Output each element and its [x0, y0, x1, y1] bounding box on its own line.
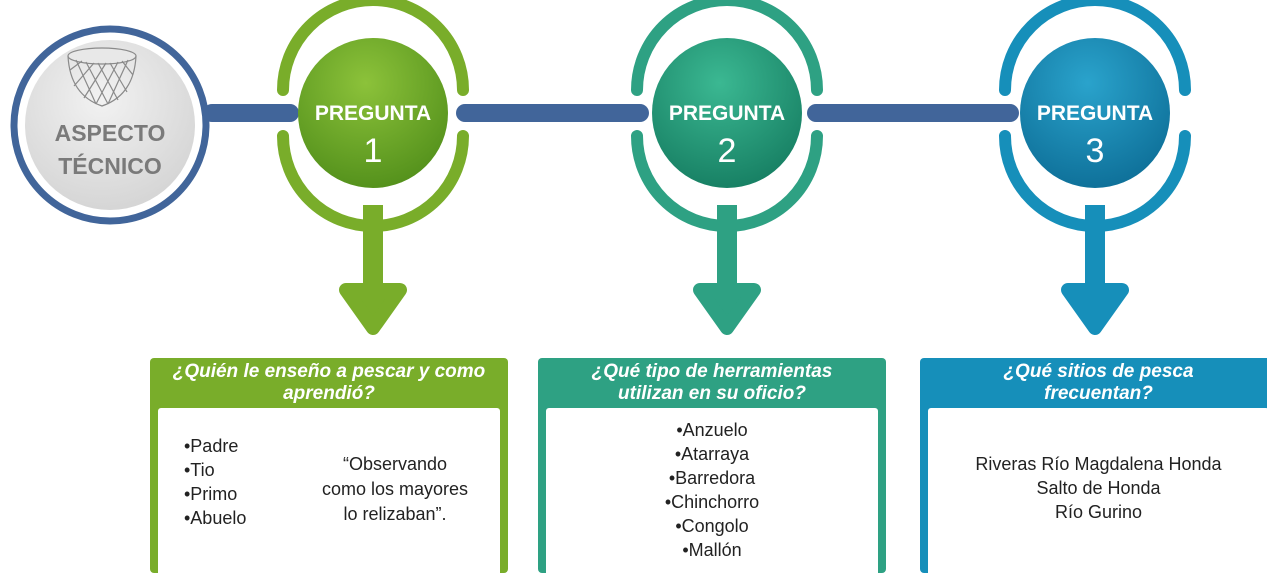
list-item: •Chinchorro [664, 492, 760, 512]
answer-1-list: •Padre •Tio •Primo •Abuelo [184, 434, 246, 530]
question-2-line2: utilizan en su oficio? [618, 383, 806, 404]
answer-1-quote: “Observando como los mayores lo relizaba… [298, 452, 492, 527]
list-item: •Barredora [668, 468, 756, 488]
step-1-ring-top [277, 0, 469, 96]
question-3-line1: ¿Qué sitios de pesca [1003, 361, 1194, 382]
step-2-number: 2 [718, 132, 737, 170]
question-3-line2: frecuentan? [1044, 383, 1153, 404]
step-3-number: 3 [1086, 132, 1105, 170]
list-item: Salto de Honda [1036, 478, 1161, 498]
step-2-label: PREGUNTA [669, 102, 785, 125]
question-panel-1: ¿Quién le enseño a pescar y como aprendi… [150, 358, 508, 573]
list-item: •Padre [184, 436, 239, 456]
answer-3-body: Riveras Río Magdalena Honda Salto de Hon… [928, 408, 1267, 573]
list-item: •Congolo [675, 516, 749, 536]
list-item: •Mallón [682, 540, 742, 560]
question-3-title: ¿Qué sitios de pesca frecuentan? [920, 358, 1267, 404]
list-item: •Atarraya [674, 444, 750, 464]
quote-line: “Observando [342, 454, 448, 474]
step-1-node: PREGUNTA 1 [277, 0, 469, 335]
question-1-title: ¿Quién le enseño a pescar y como aprendi… [150, 358, 508, 404]
list-item: •Anzuelo [676, 420, 748, 440]
step-1-number: 1 [364, 132, 383, 170]
step-2-node: PREGUNTA 2 [631, 0, 823, 335]
question-panel-3: ¿Qué sitios de pesca frecuentan? Riveras… [920, 358, 1267, 573]
list-item: Río Gurino [1054, 502, 1143, 522]
question-2-line1: ¿Qué tipo de herramientas [591, 361, 833, 382]
quote-line: como los mayores [321, 479, 469, 499]
answer-1-body: •Padre •Tio •Primo •Abuelo “Observando c… [158, 408, 500, 573]
step-2-ring-top [631, 0, 823, 96]
list-item: Riveras Río Magdalena Honda [975, 454, 1222, 474]
step-3-ring-top [999, 0, 1191, 96]
answer-2-body: •Anzuelo •Atarraya •Barredora •Chinchorr… [546, 408, 878, 573]
list-item: •Primo [184, 484, 238, 504]
answer-2-list: •Anzuelo •Atarraya •Barredora •Chinchorr… [546, 408, 878, 562]
question-2-title: ¿Qué tipo de herramientas utilizan en su… [538, 358, 886, 404]
step-3-node: PREGUNTA 3 [999, 0, 1191, 335]
step-3-label: PREGUNTA [1037, 102, 1153, 125]
start-label-line2: TÉCNICO [58, 152, 162, 179]
question-1-line1: ¿Quién le enseño a pescar y como [172, 361, 486, 382]
question-panel-2: ¿Qué tipo de herramientas utilizan en su… [538, 358, 886, 573]
start-label-line1: ASPECTO [55, 120, 166, 146]
step-1-label: PREGUNTA [315, 102, 431, 125]
answer-3-list: Riveras Río Magdalena Honda Salto de Hon… [928, 408, 1267, 524]
list-item: •Tio [184, 460, 215, 480]
start-node: ASPECTO TÉCNICO [10, 25, 210, 225]
quote-line: lo relizaban”. [343, 504, 447, 524]
question-1-line2: aprendió? [283, 383, 375, 404]
fishing-net-icon [67, 47, 137, 107]
list-item: •Abuelo [184, 508, 247, 528]
